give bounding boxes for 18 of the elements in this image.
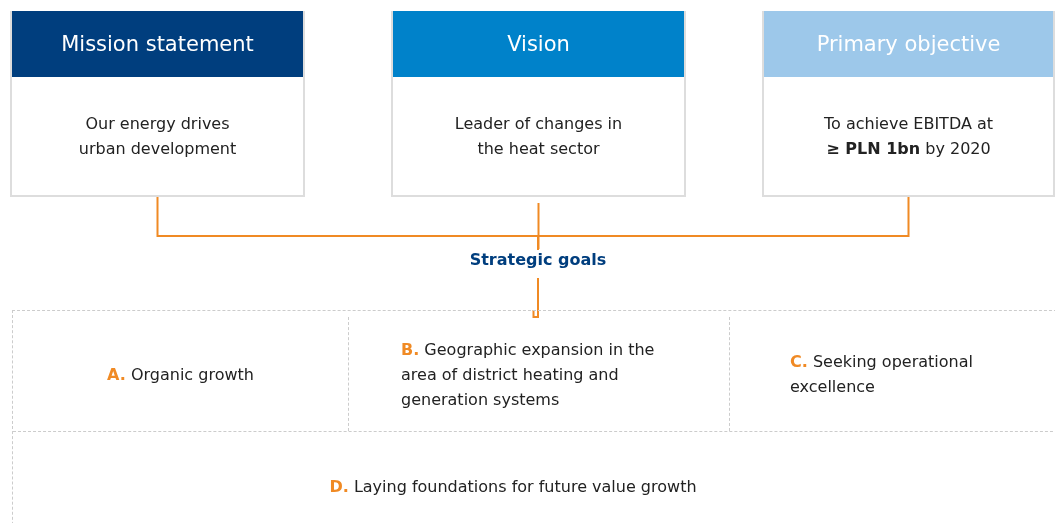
statement-card xyxy=(762,11,1055,197)
connector-line xyxy=(537,202,540,250)
statement-card xyxy=(10,11,305,197)
card-header: Primary objective xyxy=(764,11,1053,77)
goal-text: A. Organic growth xyxy=(107,363,254,386)
goals-panel xyxy=(12,310,1055,523)
card-text: To achieve EBITDA at ≥ PLN 1bn by 2020 xyxy=(822,113,995,160)
card-text: Leader of changes in the heat sector xyxy=(453,113,624,160)
card-header: Vision xyxy=(393,11,684,77)
statement-card xyxy=(391,11,686,197)
section-heading: Strategic goals xyxy=(420,250,656,269)
connector-line xyxy=(532,277,539,318)
card-header: Mission statement xyxy=(12,11,303,77)
connector-line xyxy=(537,196,910,251)
goal-text: D. Laying foundations for future value growth xyxy=(329,476,697,498)
card-text: Our energy drives urban development xyxy=(77,113,238,160)
goal-text: B. Geographic expansion in the area of district heating and generation systems xyxy=(401,338,656,411)
goal-text: C. Seeking operational excellence xyxy=(790,351,974,398)
